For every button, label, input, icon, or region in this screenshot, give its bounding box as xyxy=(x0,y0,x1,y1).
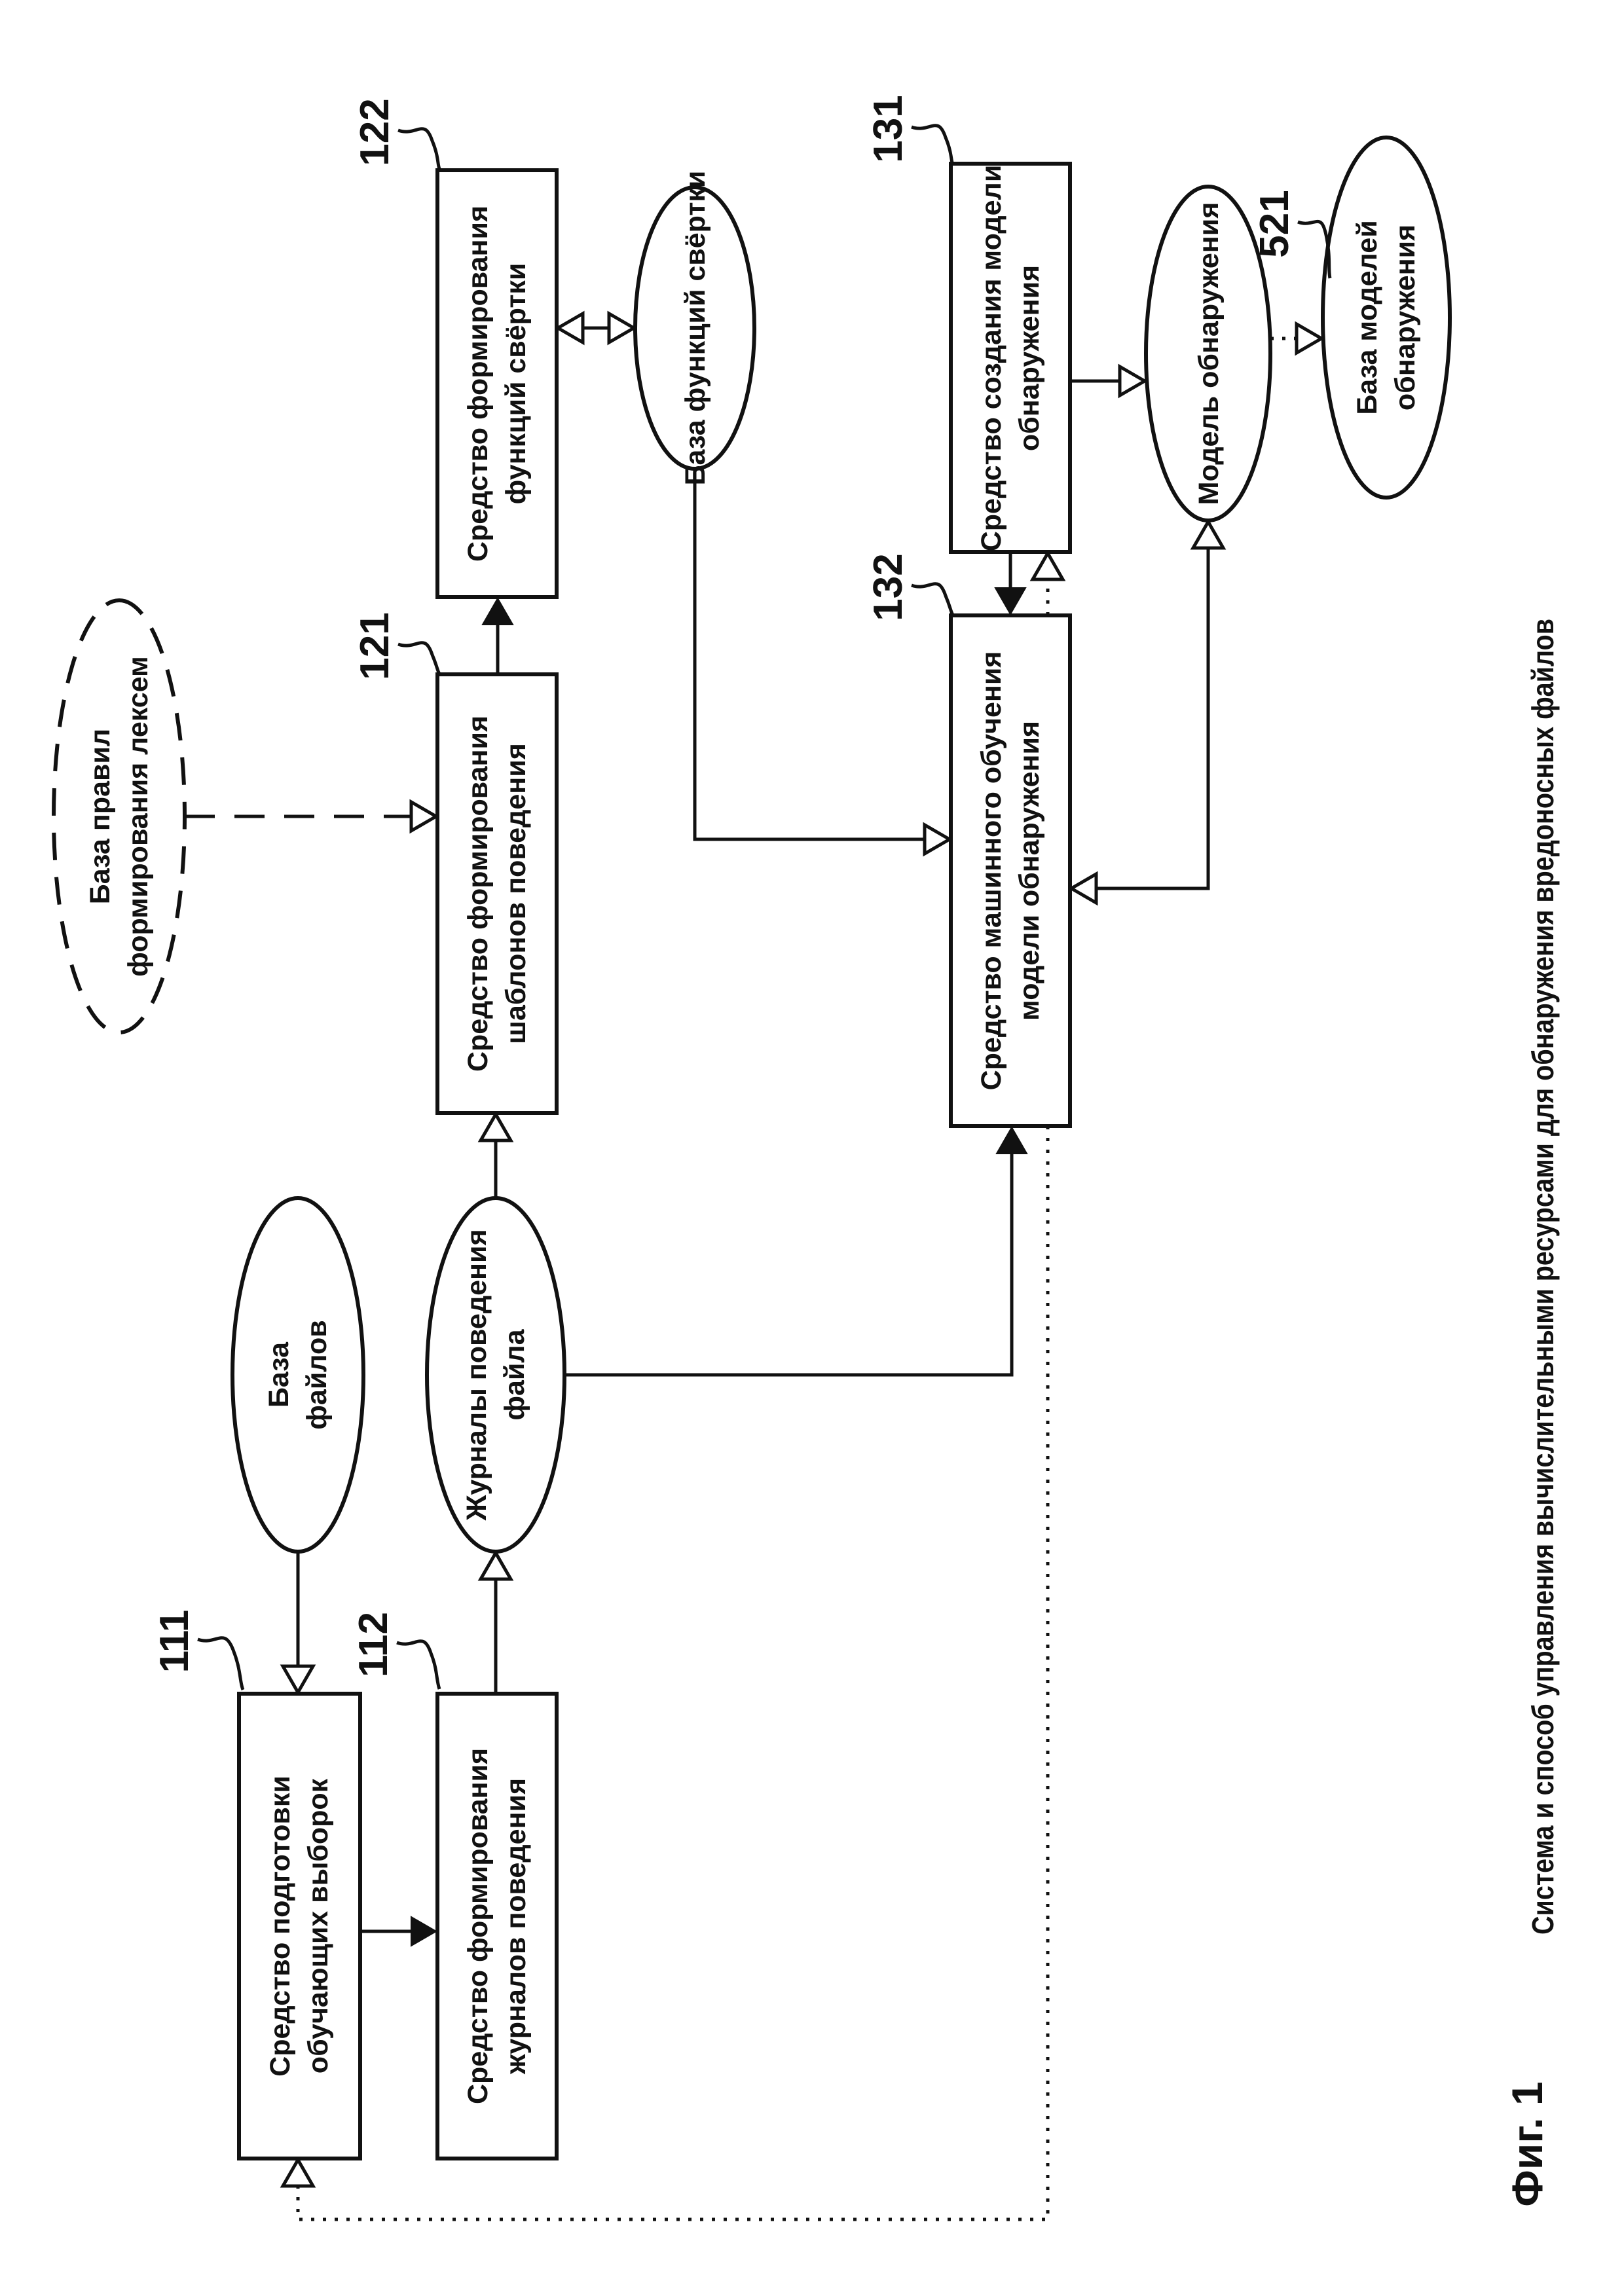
block-131: Средство создания модели обнаружения xyxy=(949,162,1072,554)
lexeme-rules-db-text-line2: формирования лексем xyxy=(122,656,154,977)
figure-caption: Система и способ управления вычислительн… xyxy=(1526,619,1560,1935)
block-112-text-line1: Средство формирования xyxy=(462,1748,494,2104)
block-122-text-line1: Средство формирования xyxy=(462,206,494,562)
files-db-text-line2: файлов xyxy=(301,1320,333,1429)
block-112: Средство формирования журналов поведения xyxy=(435,1692,559,2160)
edge-logs-to-132 xyxy=(564,1150,1014,1377)
ref-521: 521 xyxy=(1252,190,1332,279)
arrowhead-logs-to-121 xyxy=(477,1110,514,1142)
ref-121-text: 121 xyxy=(352,612,397,680)
models-db-text-line2: обнаружения xyxy=(1390,225,1421,410)
arrowhead-121-to-122 xyxy=(481,596,514,625)
block-132-rect xyxy=(949,613,1072,1128)
arrowhead-132-to-model xyxy=(1190,518,1227,550)
block-122: Средство формирования функций свёртки xyxy=(435,168,559,599)
arrowhead-logs-to-132 xyxy=(995,1125,1028,1154)
ref-132-leader xyxy=(911,582,955,616)
arrowhead-lexemedb-to-121 xyxy=(409,799,439,834)
arrowhead-model-to-modelsdb xyxy=(1295,321,1325,356)
arrowhead-132-to-131 xyxy=(1029,549,1066,581)
ref-112-text: 112 xyxy=(351,1612,396,1677)
block-131-text-line1: Средство создания модели xyxy=(976,165,1007,552)
behavior-logs-text-line2: файла xyxy=(499,1328,530,1420)
block-121-text-line2: шаблонов поведения xyxy=(500,743,532,1044)
block-111-text-line2: обучающих выборок xyxy=(303,1778,334,2073)
conv-functions-db-shape xyxy=(633,185,756,471)
ref-122-leader xyxy=(397,127,441,170)
ref-121: 121 xyxy=(352,612,441,680)
arrowhead-111-to-112 xyxy=(411,1916,437,1947)
block-132-text-line2: модели обнаружения xyxy=(1014,721,1045,1021)
block-132-text-line1: Средство машинного обучения xyxy=(976,651,1007,1091)
edge-132-model xyxy=(1094,545,1210,890)
ref-111-text: 111 xyxy=(152,1610,197,1673)
conv-functions-db-text: База функций свёртки xyxy=(680,171,711,486)
ref-131-text: 131 xyxy=(866,95,911,162)
ellipse-detection-model: Модель обнаружения xyxy=(1144,185,1272,522)
lexeme-rules-db-text-line1: База правил xyxy=(84,729,116,904)
arrowhead-131-to-model xyxy=(1118,363,1148,399)
arrowhead-filesdb-to-111 xyxy=(280,1664,316,1696)
ellipse-models-db: База моделей обнаружения xyxy=(1321,136,1452,500)
ref-132: 132 xyxy=(866,553,955,621)
ellipse-lexeme-rules-db: База правил формирования лексем xyxy=(52,598,187,1034)
ref-131-leader xyxy=(911,124,955,166)
arrowhead-131-to-132 xyxy=(994,587,1027,616)
block-131-text-line2: обнаружения xyxy=(1014,265,1045,451)
block-132: Средство машинного обучения модели обнар… xyxy=(949,613,1072,1128)
ref-122: 122 xyxy=(352,98,441,170)
block-122-text-line2: функций свёртки xyxy=(500,263,532,505)
block-121-rect xyxy=(435,672,559,1115)
ref-111: 111 xyxy=(152,1610,245,1690)
figure-number-label: Фиг. 1 xyxy=(1503,2081,1551,2206)
ref-122-text: 122 xyxy=(352,98,397,166)
models-db-text-line1: База моделей xyxy=(1352,220,1383,414)
block-111: Средство подготовки обучающих выборок xyxy=(237,1692,362,2160)
block-112-text-line2: журналов поведения xyxy=(500,1778,532,2075)
edge-convdb-to-132 xyxy=(693,469,927,841)
ref-131: 131 xyxy=(866,95,955,166)
block-112-rect xyxy=(435,1692,559,2160)
behavior-logs-text-line1: Журналы поведения xyxy=(461,1229,492,1521)
ellipse-conv-functions-db: База функций свёртки xyxy=(633,171,756,486)
files-db-text-line1: База xyxy=(263,1341,295,1408)
models-db-shape xyxy=(1321,136,1452,500)
arrowhead-model-to-132 xyxy=(1068,871,1098,906)
ref-132-text: 132 xyxy=(866,553,911,621)
ellipse-behavior-logs: Журналы поведения файла xyxy=(425,1196,566,1554)
ref-112-leader xyxy=(396,1639,441,1690)
detection-model-shape xyxy=(1144,185,1272,522)
block-111-rect xyxy=(237,1692,362,2160)
block-121-text-line1: Средство формирования xyxy=(462,716,494,1072)
ref-521-leader xyxy=(1297,219,1332,279)
detection-model-text: Модель обнаружения xyxy=(1193,202,1225,505)
lexeme-rules-db-shape xyxy=(52,598,187,1034)
block-121: Средство формирования шаблонов поведения xyxy=(435,672,559,1115)
arrowhead-convdb-to-132 xyxy=(923,822,953,857)
block-111-text-line1: Средство подготовки xyxy=(265,1776,296,2077)
arrowhead-convdb-to-122 xyxy=(555,310,585,346)
arrowhead-132-to-111-feedback xyxy=(280,2156,316,2188)
ellipse-files-db: База файлов xyxy=(231,1196,365,1554)
behavior-logs-shape xyxy=(425,1196,566,1554)
arrowhead-112-to-logs xyxy=(477,1549,514,1581)
block-131-rect xyxy=(949,162,1072,554)
files-db-shape xyxy=(231,1196,365,1554)
arrowhead-122-to-convdb xyxy=(607,310,637,346)
ref-121-leader xyxy=(397,641,441,675)
ref-111-leader xyxy=(197,1636,245,1690)
ref-521-text: 521 xyxy=(1252,190,1297,257)
ref-112: 112 xyxy=(351,1612,441,1690)
block-122-rect xyxy=(435,168,559,599)
